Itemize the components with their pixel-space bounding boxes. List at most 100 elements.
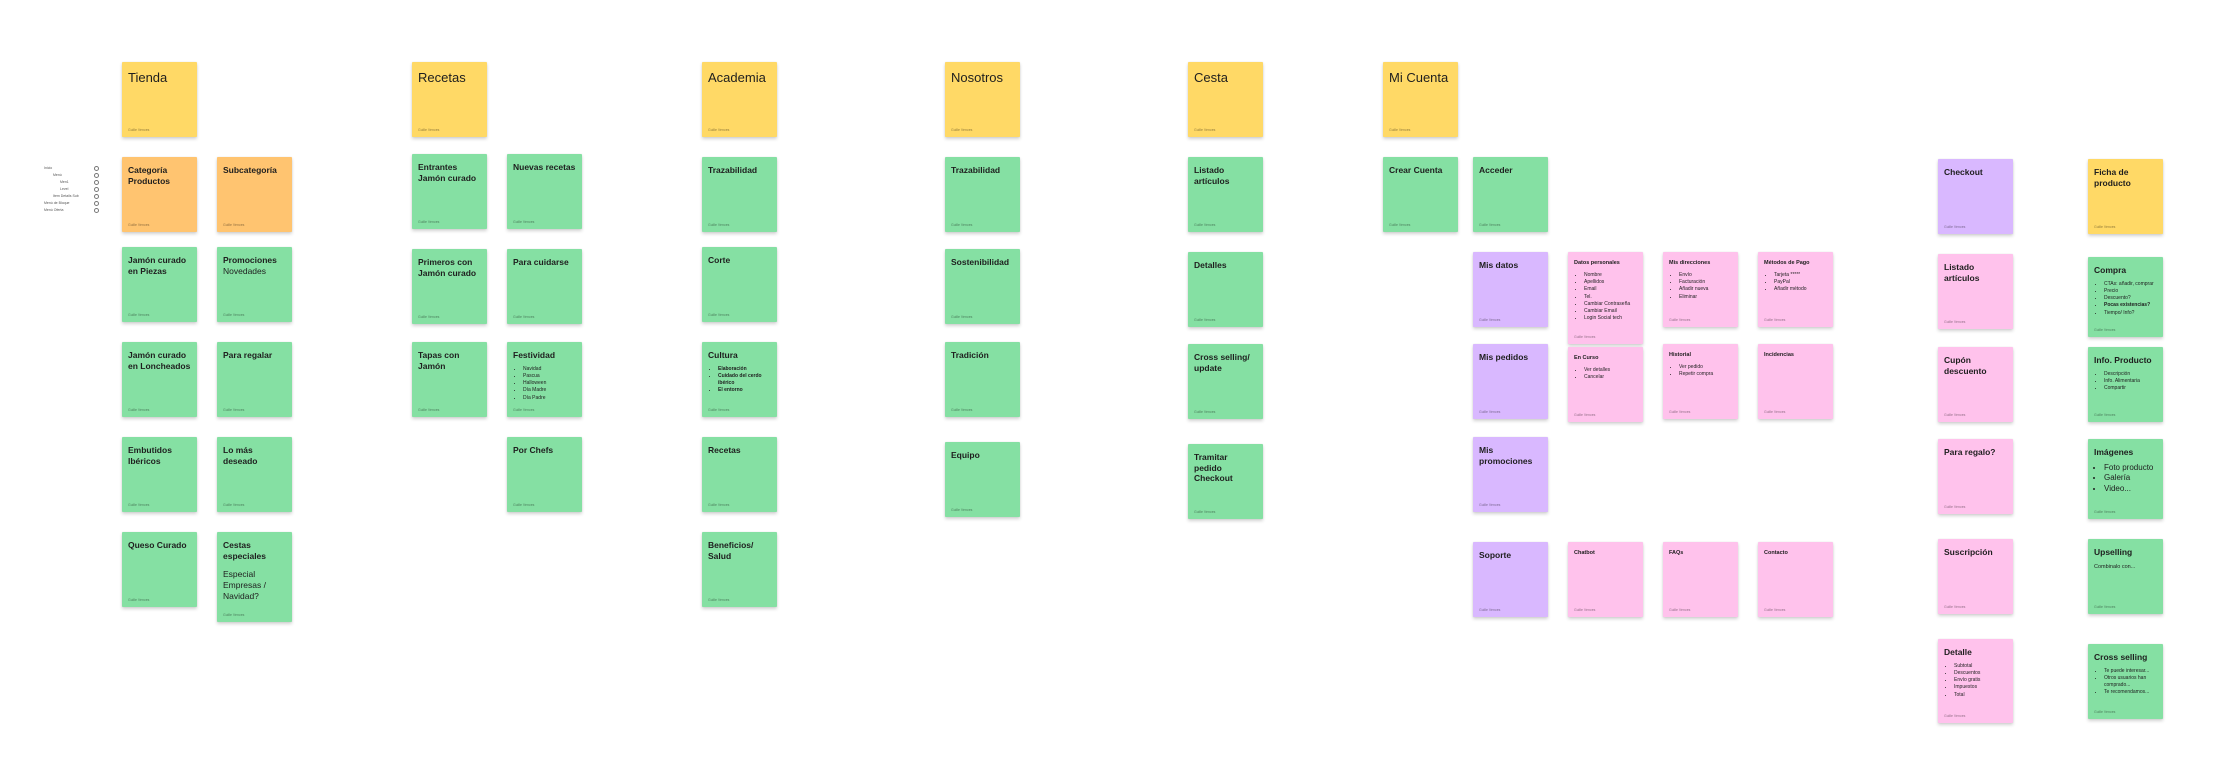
sticky-note[interactable]: Beneficios/ Salud Guille Vences [702,532,777,607]
sticky-author: Guille Vences [2094,710,2116,714]
sticky-note[interactable]: Lo más deseado Guille Vences [217,437,292,512]
sticky-title: En Curso [1574,355,1599,361]
sticky-header-tienda[interactable]: Tienda Guille Vences [122,62,197,137]
sticky-title: Compra [2094,265,2127,275]
sticky-title: Mis pedidos [1479,352,1529,362]
sticky-note[interactable]: FAQs Guille Vences [1663,542,1738,617]
sticky-title: Detalles [1194,260,1227,270]
sticky-note[interactable]: Mis pedidos Guille Vences [1473,344,1548,419]
outline-row: Menú Oferta [44,207,104,214]
sticky-note[interactable]: Ficha de producto Guille Vences [2088,159,2163,234]
sticky-author: Guille Vences [1389,223,1411,227]
sticky-bullet-list: Elaboración Cuidado del cerdo ibérico El… [708,366,771,395]
sticky-author: Guille Vences [708,313,730,317]
sticky-note[interactable]: Festividad Navidad Pascua Halloween Día … [507,342,582,417]
radio-icon[interactable] [94,208,99,213]
sticky-note[interactable]: Mis direcciones Envío Facturación Añadir… [1663,252,1738,327]
sticky-note[interactable]: Tramitar pedido Checkout Guille Vences [1188,444,1263,519]
sticky-note[interactable]: Entrantes Jamón curado Guille Vences [412,154,487,229]
sticky-note[interactable]: Tapas con Jamón Guille Vences [412,342,487,417]
sticky-note[interactable]: Contacto Guille Vences [1758,542,1833,617]
sticky-note[interactable]: Cultura Elaboración Cuidado del cerdo ib… [702,342,777,417]
sticky-note[interactable]: Crear Cuenta Guille Vences [1383,157,1458,232]
list-item: Elaboración [718,366,771,373]
sticky-title: Por Chefs [513,445,554,455]
sticky-note[interactable]: Queso Curado Guille Vences [122,532,197,607]
sticky-header-recetas[interactable]: Recetas Guille Vences [412,62,487,137]
sticky-title: Datos personales [1574,260,1620,266]
sticky-note[interactable]: Sostenibilidad Guille Vences [945,249,1020,324]
sticky-note[interactable]: Info. Producto Descripción Info. Aliment… [2088,347,2163,422]
sticky-note[interactable]: Subcategoría Guille Vences [217,157,292,232]
sticky-header-nosotros[interactable]: Nosotros Guille Vences [945,62,1020,137]
sticky-note[interactable]: Tradición Guille Vences [945,342,1020,417]
sticky-author: Guille Vences [1944,413,1966,417]
radio-icon[interactable] [94,166,99,171]
sticky-note[interactable]: Detalle Subtotal Descuentos Envío gratis… [1938,639,2013,723]
sticky-note[interactable]: Listado artículos Guille Vences [1938,254,2013,329]
list-item: Otros usuarios han comprado... [2104,675,2157,690]
sticky-note[interactable]: Mis datos Guille Vences [1473,252,1548,327]
sticky-note[interactable]: Listado artículos Guille Vences [1188,157,1263,232]
sticky-title: Acceder [1479,165,1513,175]
list-item: Precio [2104,288,2157,295]
sticky-note[interactable]: Chatbot Guille Vences [1568,542,1643,617]
sticky-note[interactable]: Historial Ver pedido Repetir compra Guil… [1663,344,1738,419]
sticky-header-academia[interactable]: Academia Guille Vences [702,62,777,137]
sticky-header-cesta[interactable]: Cesta Guille Vences [1188,62,1263,137]
sticky-author: Guille Vences [223,313,245,317]
sticky-author: Guille Vences [1389,128,1411,132]
sticky-title: Cultura [708,350,738,360]
sticky-note[interactable]: Datos personales Nombre Apellidos Email … [1568,252,1643,344]
sticky-note[interactable]: Equipo Guille Vences [945,442,1020,517]
sticky-note[interactable]: Mis promociones Guille Vences [1473,437,1548,512]
sticky-note[interactable]: Corte Guille Vences [702,247,777,322]
sticky-header-mi-cuenta[interactable]: Mi Cuenta Guille Vences [1383,62,1458,137]
sticky-author: Guille Vences [1479,503,1501,507]
sticky-title: Equipo [951,450,980,460]
sticky-title: Checkout [1944,167,1983,177]
sticky-note[interactable]: Jamón curado en Loncheados Guille Vences [122,342,197,417]
sticky-note[interactable]: Para cuidarse Guille Vences [507,249,582,324]
sticky-note[interactable]: Recetas Guille Vences [702,437,777,512]
sticky-note[interactable]: Trazabilidad Guille Vences [945,157,1020,232]
sticky-note[interactable]: Soporte Guille Vences [1473,542,1548,617]
list-item: CTAs: añadir, comprar [2104,281,2157,288]
sticky-note[interactable]: Cestas especiales Especial Empresas / Na… [217,532,292,622]
sticky-author: Guille Vences [1479,608,1501,612]
sticky-note[interactable]: Métodos de Pago Tarjeta ***** PayPal Aña… [1758,252,1833,327]
sticky-title: Mi Cuenta [1389,70,1449,85]
sticky-note[interactable]: En Curso Ver detalles Cancelar Guille Ve… [1568,347,1643,422]
sticky-note[interactable]: Cross selling/ update Guille Vences [1188,344,1263,419]
sticky-title: Entrantes Jamón curado [418,162,477,183]
sticky-note[interactable]: Nuevas recetas Guille Vences [507,154,582,229]
sticky-note[interactable]: Suscripción Guille Vences [1938,539,2013,614]
sticky-note[interactable]: Imágenes Foto producto Galería Video... … [2088,439,2163,519]
radio-icon[interactable] [94,201,99,206]
sticky-author: Guille Vences [1194,510,1216,514]
sticky-note[interactable]: Jamón curado en Piezas Guille Vences [122,247,197,322]
sticky-note[interactable]: Compra CTAs: añadir, comprar Precio Desc… [2088,257,2163,337]
sticky-author: Guille Vences [1764,608,1786,612]
sticky-note[interactable]: Checkout Guille Vences [1938,159,2013,234]
sticky-note[interactable]: Categoría Productos Guille Vences [122,157,197,232]
sticky-note[interactable]: Acceder Guille Vences [1473,157,1548,232]
sticky-note[interactable]: Trazabilidad Guille Vences [702,157,777,232]
sticky-note[interactable]: Promociones Novedades Guille Vences [217,247,292,322]
radio-icon[interactable] [94,194,99,199]
sticky-note[interactable]: Para regalar Guille Vences [217,342,292,417]
sticky-title: Para cuidarse [513,257,569,267]
sticky-note[interactable]: Cross selling Te puede interesar... Otro… [2088,644,2163,719]
radio-icon[interactable] [94,187,99,192]
sticky-note[interactable]: Cupón descuento Guille Vences [1938,347,2013,422]
sticky-note[interactable]: Primeros con Jamón curado Guille Vences [412,249,487,324]
sticky-note[interactable]: Incidencias Guille Vences [1758,344,1833,419]
sticky-note[interactable]: Por Chefs Guille Vences [507,437,582,512]
sticky-note[interactable]: Detalles Guille Vences [1188,252,1263,327]
radio-icon[interactable] [94,180,99,185]
sticky-note[interactable]: Upselling Combinalo con... Guille Vences [2088,539,2163,614]
radio-icon[interactable] [94,173,99,178]
sticky-note[interactable]: Embutidos Ibéricos Guille Vences [122,437,197,512]
sticky-note[interactable]: Para regalo? Guille Vences [1938,439,2013,514]
